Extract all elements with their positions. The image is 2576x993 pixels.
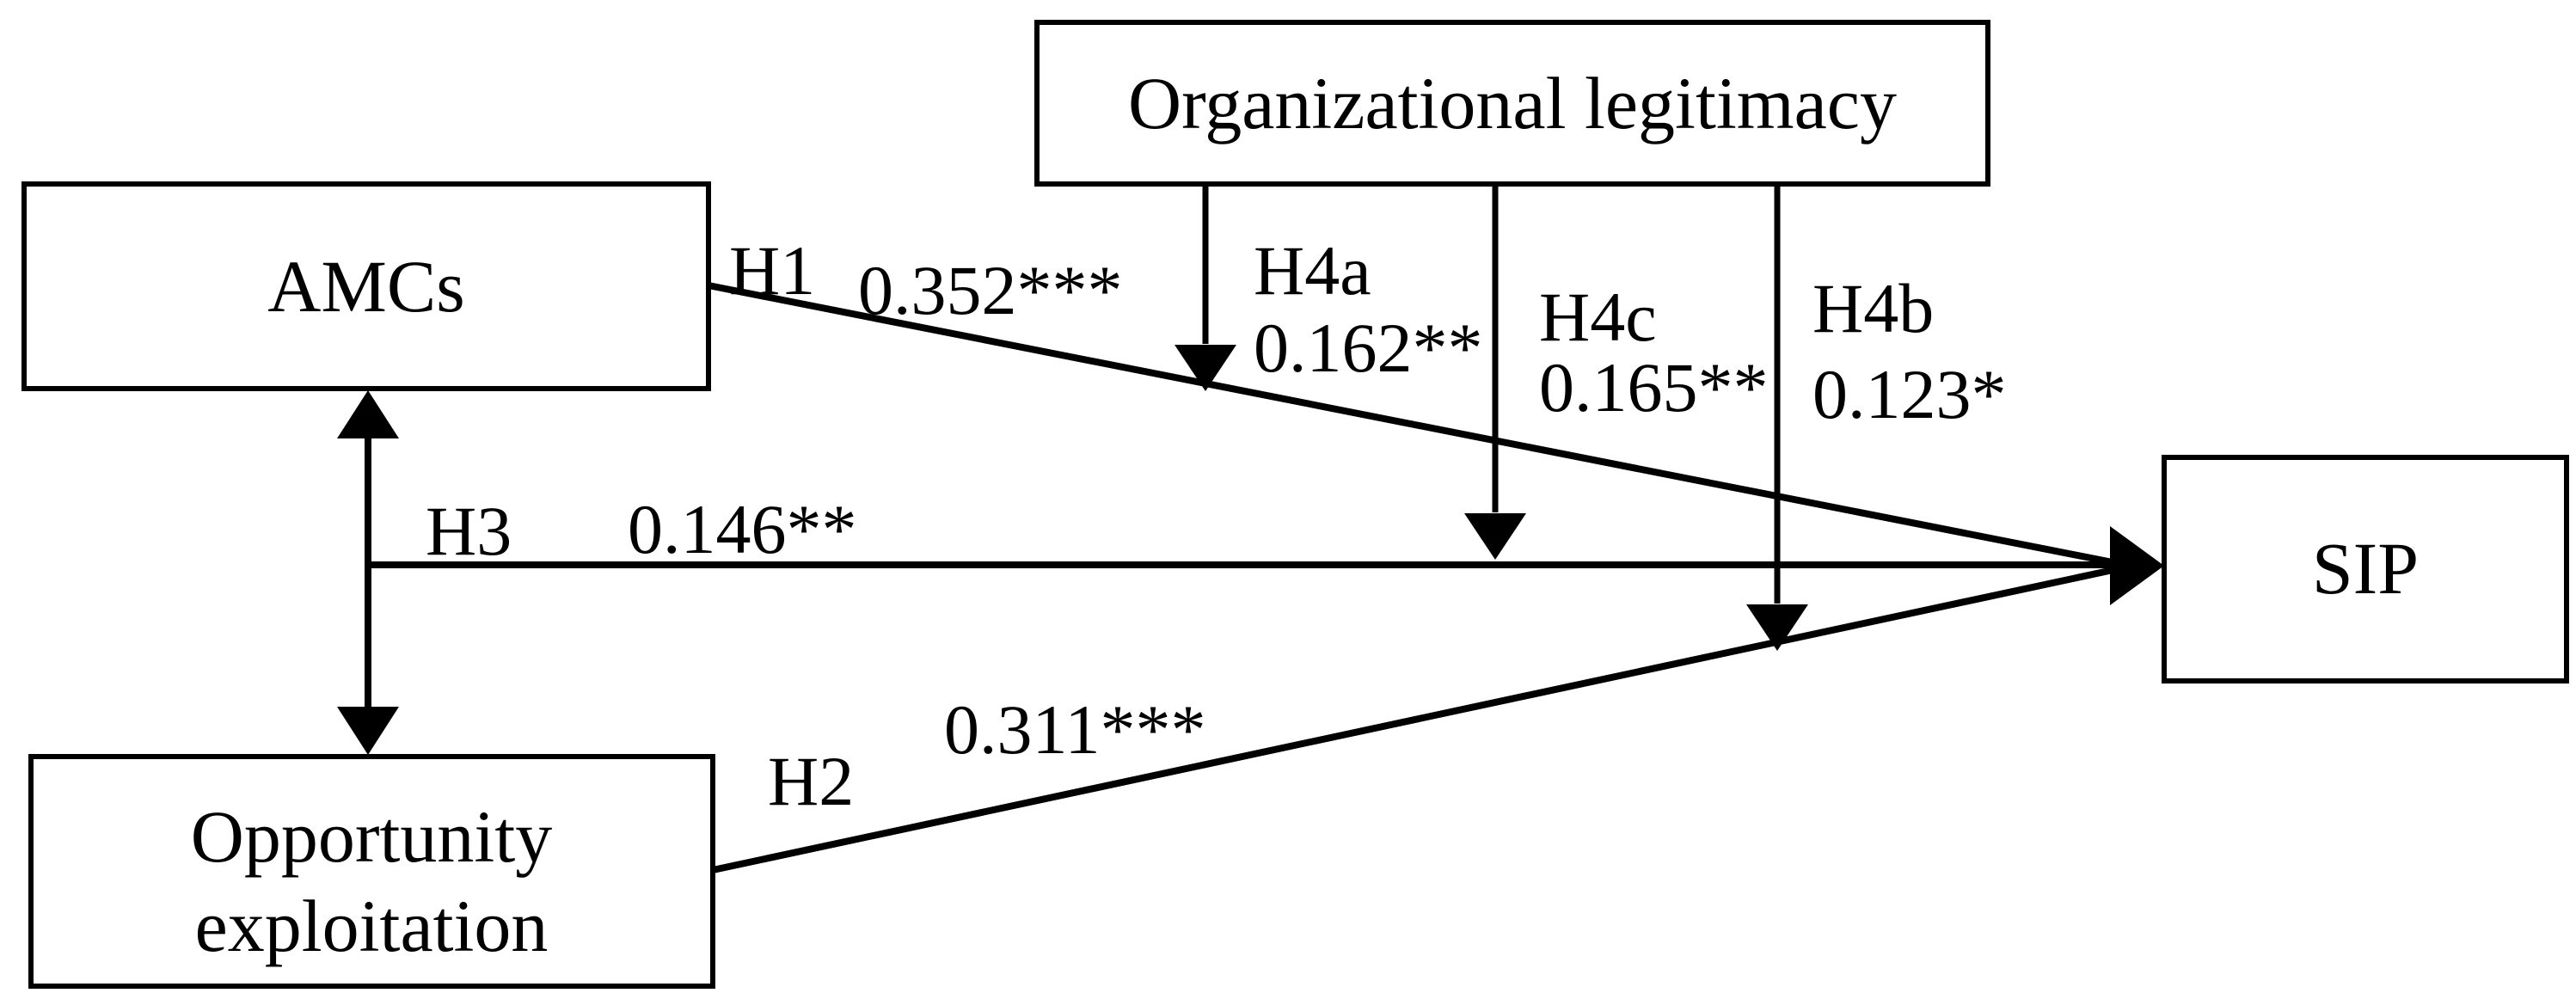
h2-coefficient-label: 0.311*** bbox=[944, 690, 1205, 769]
h1-hypothesis-label: H1 bbox=[729, 231, 815, 310]
opportunity-exploitation-label-line1: Opportunity bbox=[191, 795, 552, 878]
h4b-arrowhead-icon bbox=[1746, 604, 1808, 651]
h4c-coefficient-label: 0.165** bbox=[1539, 348, 1769, 426]
double-arrow-down-head-icon bbox=[337, 707, 399, 755]
opportunity-exploitation-box bbox=[28, 754, 715, 989]
sip-arrowhead-icon bbox=[2110, 526, 2164, 605]
h4c-arrowhead-icon bbox=[1464, 513, 1526, 560]
h4c-hypothesis-label: H4c bbox=[1539, 278, 1657, 356]
organizational-legitimacy-label: Organizational legitimacy bbox=[1128, 62, 1897, 144]
h4b-hypothesis-label: H4b bbox=[1812, 269, 1934, 347]
h4a-hypothesis-label: H4a bbox=[1254, 231, 1371, 310]
h3-hypothesis-label: H3 bbox=[426, 492, 512, 570]
sip-box-label: SIP bbox=[2312, 527, 2419, 610]
h4a-arrowhead-icon bbox=[1175, 345, 1236, 391]
sip-box bbox=[2162, 455, 2569, 683]
h2-path-line bbox=[712, 566, 2118, 873]
h4b-coefficient-label: 0.123* bbox=[1812, 355, 2007, 433]
amcs-box bbox=[21, 181, 711, 391]
double-arrow-up-head-icon bbox=[337, 390, 399, 438]
opportunity-exploitation-label-line2: exploitation bbox=[195, 885, 549, 967]
h3-coefficient-label: 0.146** bbox=[628, 490, 857, 568]
amcs-box-label: AMCs bbox=[267, 245, 464, 328]
h1-coefficient-label: 0.352*** bbox=[858, 251, 1123, 329]
h2-hypothesis-label: H2 bbox=[768, 742, 854, 820]
h1-path-line bbox=[708, 282, 2118, 567]
organizational-legitimacy-box bbox=[1034, 20, 1990, 187]
h4a-coefficient-label: 0.162** bbox=[1254, 309, 1483, 387]
